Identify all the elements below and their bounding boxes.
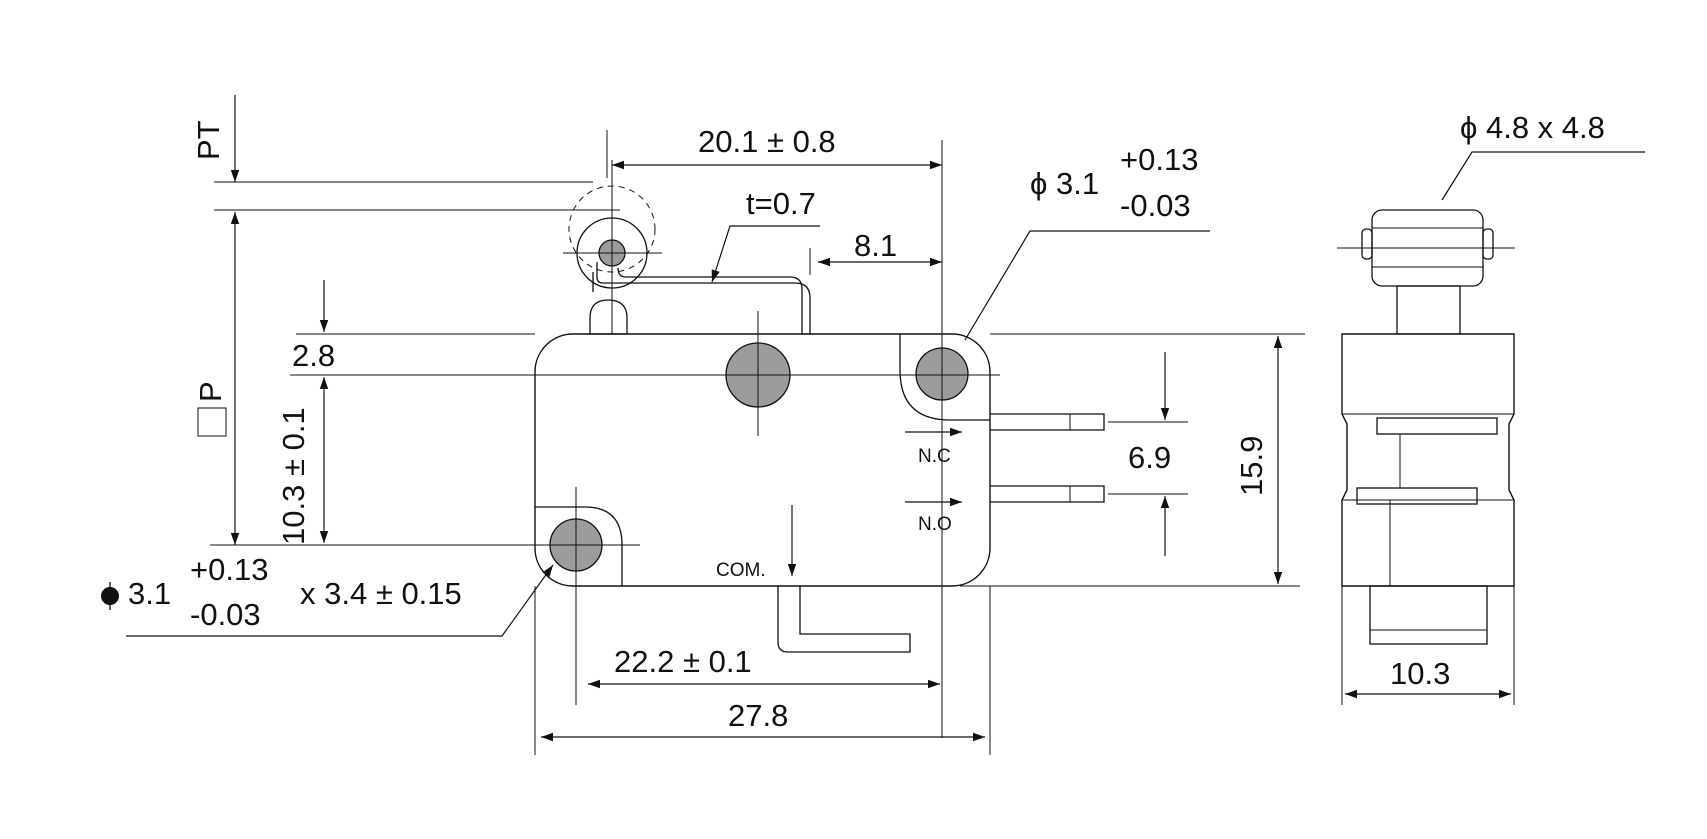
side-roller-cap-left	[1361, 228, 1373, 260]
lever-inner	[617, 267, 803, 334]
label-hole-dia-right: ϕ 3.1	[1030, 166, 1099, 201]
label-roller: ϕ 4.8 x 4.8	[1460, 110, 1605, 145]
label-pt: PT	[191, 120, 226, 160]
label-length: 27.8	[728, 698, 788, 733]
side-view	[1337, 209, 1515, 705]
com-terminal	[777, 586, 911, 653]
side-terminal-nc	[1376, 417, 1498, 435]
left-hole-recess	[535, 506, 623, 586]
switch-body	[534, 333, 991, 587]
label-hole-dia-small-tol-plus: +0.13	[190, 552, 268, 587]
label-nc: N.C	[918, 446, 951, 467]
side-terminal-no	[1356, 487, 1478, 505]
side-body	[1341, 333, 1515, 587]
labels: PT P 20.1 ± 0.8 t=0.7 8.1 2.8 10.3 ± 0.1…	[101, 110, 1605, 733]
lever-post	[589, 299, 628, 334]
square-symbol	[197, 407, 227, 437]
label-upper-gap: 2.8	[292, 338, 335, 373]
leader-right-hole	[964, 230, 1210, 341]
lever-arm	[592, 262, 811, 335]
label-hole-dia-right-tol-plus: +0.13	[1120, 142, 1198, 177]
label-hole-dia-right-tol-minus: -0.03	[1120, 188, 1191, 223]
label-thickness: t=0.7	[746, 186, 816, 221]
side-lever-stem	[1396, 285, 1461, 335]
label-hole-dia-small: 3.1	[128, 576, 171, 611]
leader-roller	[1441, 151, 1645, 201]
nc-terminal	[990, 413, 1105, 431]
label-no: N.O	[918, 514, 952, 535]
side-roller-cap-right	[1482, 228, 1494, 260]
leader-thickness	[711, 225, 820, 283]
no-terminal	[990, 485, 1105, 503]
label-hole-pitch: 22.2 ± 0.1	[614, 644, 752, 679]
label-hole-height: 10.3 ± 0.1	[276, 407, 311, 545]
label-terminal-pitch: 6.9	[1128, 440, 1171, 475]
side-bottom-part	[1369, 585, 1488, 645]
side-dimensions	[1345, 151, 1645, 699]
label-hole-dia-small-tol-minus: -0.03	[190, 597, 261, 632]
label-hole-slot: x 3.4 ± 0.15	[300, 576, 462, 611]
front-dimensions	[126, 95, 1305, 755]
label-p: P	[193, 381, 228, 402]
front-view	[534, 160, 1105, 653]
label-width-top: 20.1 ± 0.8	[698, 124, 836, 159]
label-com: COM.	[716, 560, 766, 581]
label-side-width: 10.3	[1390, 656, 1450, 691]
leader-left-hole	[126, 564, 554, 637]
right-hole-recess	[899, 334, 990, 421]
label-offset: 8.1	[854, 228, 897, 263]
label-height: 15.9	[1234, 436, 1269, 496]
